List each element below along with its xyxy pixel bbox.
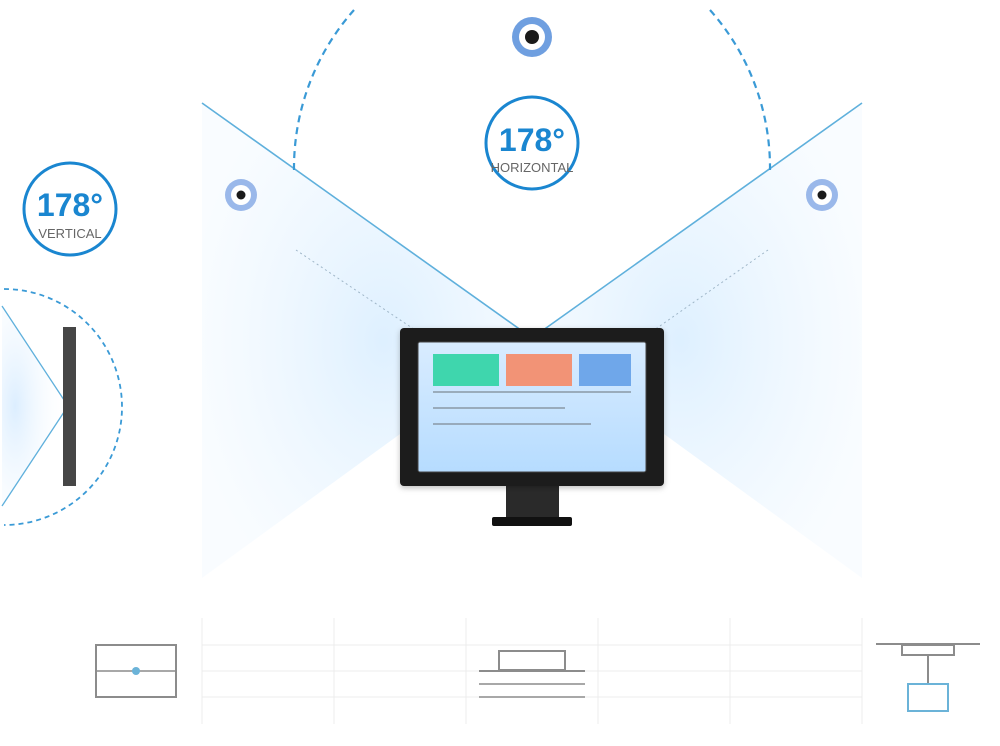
screen-tile-green [433, 354, 499, 386]
eye-icon [806, 179, 838, 211]
vertical-angle-line-bottom [1, 405, 69, 507]
vertical-angle-label: VERTICAL [38, 226, 101, 241]
horizontal-dashed-arc [292, 9, 355, 171]
eye-icon [512, 17, 552, 57]
right-angle-line [531, 102, 863, 339]
horizontal-viewing-fan [201, 9, 863, 578]
vertical-angle-badge: 178° VERTICAL [22, 161, 118, 257]
vertical-angle-value: 178° [37, 187, 103, 223]
left-dotted-guide [295, 249, 431, 341]
screen-tile-orange [506, 354, 572, 386]
horizontal-angle-value: 178° [499, 122, 565, 158]
monitor-side-profile [63, 327, 76, 486]
vertical-cone [2, 306, 68, 506]
vertical-viewing-fan [1, 288, 123, 526]
ceiling-mount-icon [876, 643, 980, 712]
horizontal-angle-badge: 178° HORIZONTAL [484, 95, 580, 191]
desk-mount-icon [479, 650, 585, 698]
vertical-angle-line-top [1, 305, 69, 407]
eye-icon [225, 179, 257, 211]
right-viewing-cone [532, 103, 862, 578]
horizontal-angle-label: HORIZONTAL [491, 160, 574, 175]
left-viewing-cone [202, 103, 532, 578]
monitor-stand-base [492, 517, 572, 526]
monitor-icon [400, 328, 664, 526]
right-dotted-guide [639, 249, 769, 341]
monitor-stand-neck [506, 486, 559, 519]
horizontal-dashed-arc-right [709, 9, 772, 171]
vertical-dashed-arc [3, 288, 123, 526]
wall-mount-icon [95, 644, 177, 698]
screen-tile-blue [579, 354, 631, 386]
left-angle-line [201, 102, 533, 339]
